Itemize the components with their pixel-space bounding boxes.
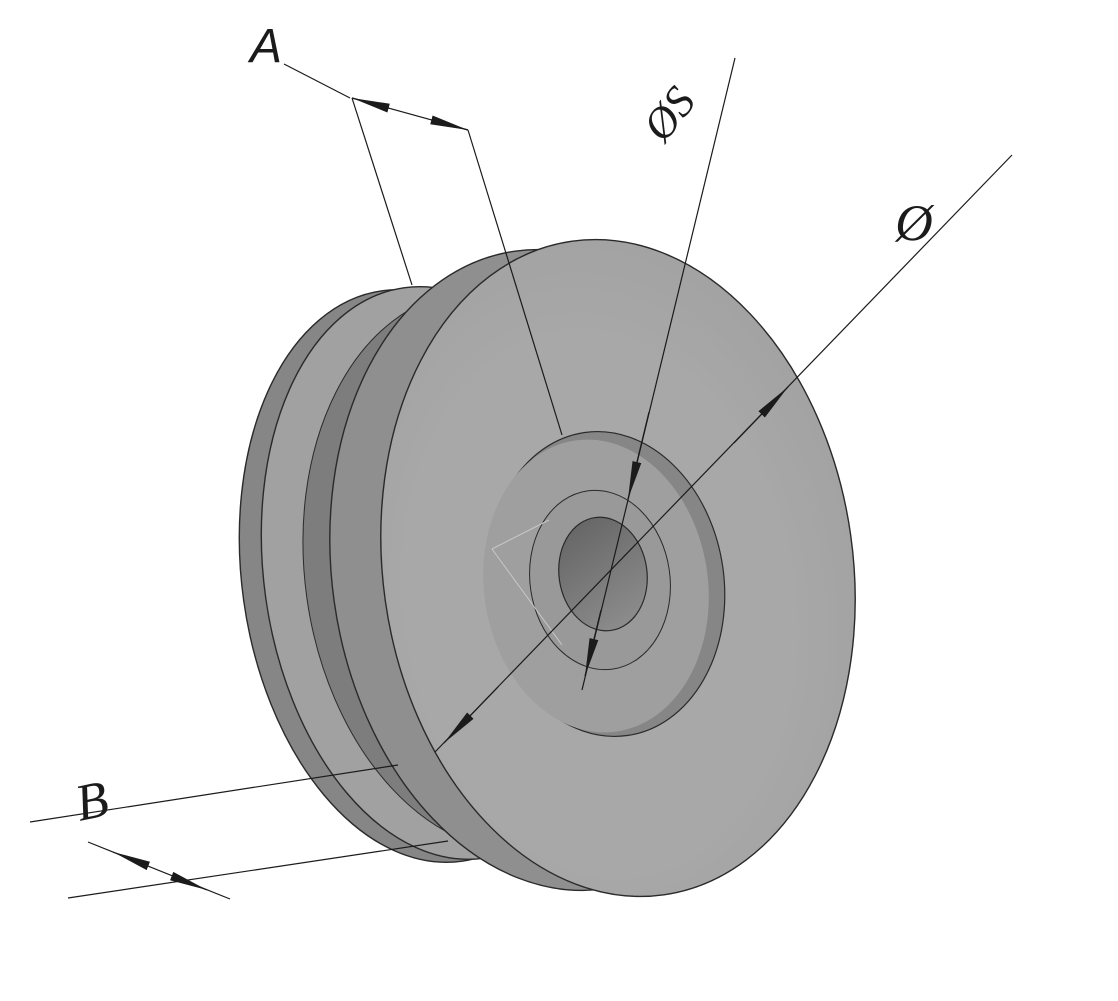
dim-a-extension-left [351,97,413,286]
pulley-wheel [238,238,856,898]
dim-a-extension-right [467,129,563,436]
dim-b-extension-lower [67,840,449,899]
dim-b-arrow-right [169,871,208,891]
dimension-width-b [29,764,449,900]
dim-b-arrow-left [112,851,151,871]
dim-b-line [87,841,231,900]
dim-outer-diameter-line [434,154,1013,753]
dim-groove-diameter-line [581,57,736,691]
dim-b-label: B [70,770,113,832]
dim-groove-diameter-arrow-upper [627,411,650,500]
dimension-width-a [283,63,563,436]
dimension-outer-diameter [434,154,1013,753]
dim-groove-diameter-arrow-lower [584,609,602,677]
dim-outer-diameter-arrow-lower [443,686,499,744]
dim-outer-diameter-label: Ø [894,195,935,252]
dim-a-arrow-right [430,115,469,131]
dim-groove-diameter-label: ØS [633,78,705,151]
dim-outer-diameter-arrow-rim [733,386,789,444]
dim-a-leader-line [283,63,351,99]
hub-highlight-lines [491,519,563,646]
pulley-bore-hole [558,516,648,632]
dim-a-label: A [247,20,282,73]
dimension-groove-diameter [581,57,736,691]
dim-b-extension-upper [29,764,399,823]
dim-a-arrow-left [351,97,390,113]
